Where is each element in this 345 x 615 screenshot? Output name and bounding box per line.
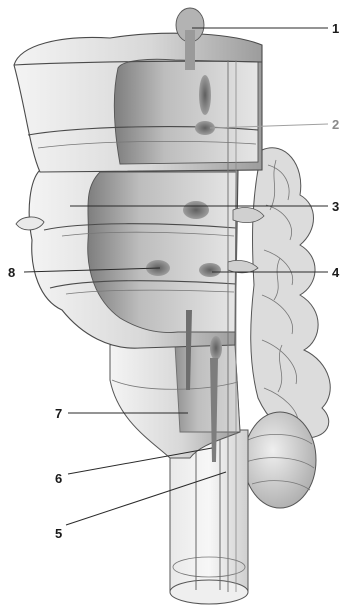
midbrain xyxy=(14,8,262,172)
label-8: 8 xyxy=(8,265,15,280)
cerebellar-lobe xyxy=(244,412,316,508)
label-4: 4 xyxy=(332,265,340,280)
label-7: 7 xyxy=(55,406,62,421)
pons xyxy=(16,170,238,348)
cerebellum xyxy=(244,148,330,508)
label-2: 2 xyxy=(332,117,339,132)
label-1: 1 xyxy=(332,21,339,36)
label-6: 6 xyxy=(55,471,62,486)
label-3: 3 xyxy=(332,199,339,214)
nucleus-3 xyxy=(183,201,209,219)
nucleus-4 xyxy=(199,263,221,277)
nucleus-1-column xyxy=(199,75,211,115)
label-5: 5 xyxy=(55,526,62,541)
